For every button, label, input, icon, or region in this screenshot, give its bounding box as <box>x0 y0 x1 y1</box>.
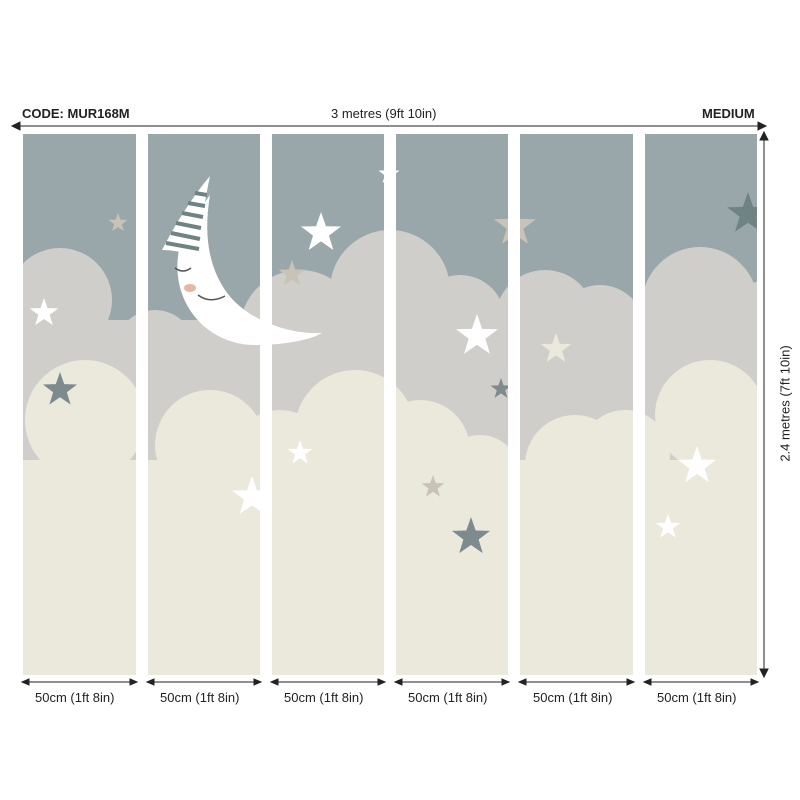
panel-width-label: 50cm (1ft 8in) <box>35 690 115 705</box>
panel-width-label: 50cm (1ft 8in) <box>408 690 488 705</box>
product-code: CODE: MUR168M <box>22 106 130 121</box>
total-width-label: 3 metres (9ft 10in) <box>331 106 437 121</box>
moon-icon <box>162 176 322 345</box>
artwork <box>23 134 757 675</box>
panel-width-label: 50cm (1ft 8in) <box>533 690 613 705</box>
panel-width-label: 50cm (1ft 8in) <box>657 690 737 705</box>
front-clouds <box>23 360 757 675</box>
size-label: MEDIUM <box>702 106 755 121</box>
panel-width-label: 50cm (1ft 8in) <box>284 690 364 705</box>
width-arrow <box>10 121 768 131</box>
panel-width-label: 50cm (1ft 8in) <box>160 690 240 705</box>
height-arrow <box>759 130 769 679</box>
height-label: 2.4 metres (7ft 10in) <box>777 345 793 462</box>
